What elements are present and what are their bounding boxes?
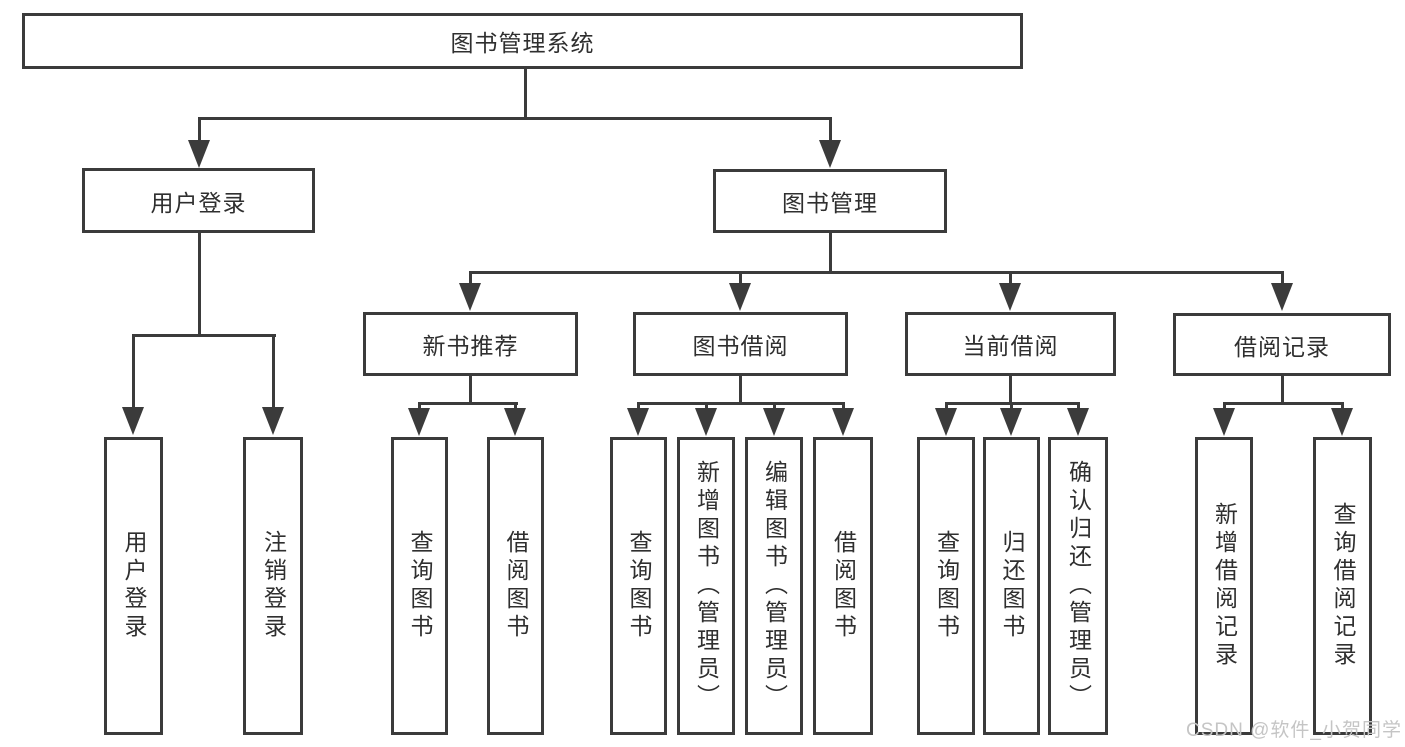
arrowhead-icon — [122, 407, 144, 435]
leaf-borrow-books-label: 借阅图书 — [830, 530, 857, 642]
arrowhead-icon — [695, 408, 717, 436]
arrowhead-icon — [408, 408, 430, 436]
leaf-borrow-query-books: 查询图书 — [610, 437, 667, 735]
edge-newrec-elbow — [418, 402, 518, 405]
leaf-add-borrow-record-label: 新增借阅记录 — [1211, 502, 1238, 670]
leaf-confirm-return-admin-label: 确认归还（管理员） — [1065, 460, 1092, 712]
leaf-user-login-label: 用户登录 — [121, 530, 147, 642]
leaf-newrec-query-books: 查询图书 — [391, 437, 448, 735]
edge-root-stem — [524, 69, 527, 119]
leaf-current-query-books: 查询图书 — [917, 437, 975, 735]
arrowhead-icon — [729, 283, 751, 311]
edge-mgmt-drop-1 — [469, 271, 472, 285]
edge-current-stem — [1009, 376, 1012, 405]
edge-current-drop-1 — [945, 402, 948, 409]
node-book-management-label: 图书管理 — [782, 190, 878, 216]
csdn-watermark: CSDN @软件_小贺同学 — [1186, 720, 1402, 741]
arrowhead-icon — [832, 408, 854, 436]
node-user-login: 用户登录 — [82, 168, 315, 233]
node-book-borrowing-label: 图书借阅 — [692, 333, 789, 359]
leaf-logout-label: 注销登录 — [260, 530, 287, 642]
leaf-edit-books-admin-label: 编辑图书（管理员） — [761, 460, 788, 712]
edge-login-stem — [198, 233, 201, 337]
arrowhead-icon — [999, 283, 1021, 311]
edge-mgmt-drop-3 — [1009, 271, 1012, 285]
edge-current-drop-3 — [1077, 402, 1080, 409]
arrowhead-icon — [459, 283, 481, 311]
leaf-add-books-admin-label: 新增图书（管理员） — [693, 460, 720, 712]
arrowhead-icon — [1067, 408, 1089, 436]
leaf-user-login: 用户登录 — [104, 437, 163, 735]
arrowhead-icon — [1271, 283, 1293, 311]
arrowhead-icon — [627, 408, 649, 436]
leaf-add-borrow-record: 新增借阅记录 — [1195, 437, 1253, 735]
edge-records-elbow — [1223, 402, 1344, 405]
node-book-borrowing: 图书借阅 — [633, 312, 848, 376]
leaf-return-books: 归还图书 — [983, 437, 1040, 735]
edge-borrow-drop-3 — [773, 402, 776, 409]
edge-records-stem — [1281, 376, 1284, 405]
edge-login-elbow — [132, 334, 276, 337]
edge-current-drop-2 — [1010, 402, 1013, 409]
node-root-label: 图书管理系统 — [450, 30, 595, 56]
edge-mgmt-drop-2 — [739, 271, 742, 285]
edge-root-drop-right — [829, 117, 832, 142]
leaf-query-borrow-record-label: 查询借阅记录 — [1330, 502, 1356, 670]
arrowhead-icon — [1331, 408, 1353, 436]
edge-newrec-drop-2 — [514, 402, 517, 409]
leaf-newrec-borrow-books-label: 借阅图书 — [503, 530, 529, 642]
node-new-book-recommend-label: 新书推荐 — [422, 333, 519, 359]
node-root: 图书管理系统 — [22, 13, 1023, 69]
edge-root-drop-left — [198, 117, 201, 142]
edge-login-drop-right — [272, 334, 275, 408]
arrowhead-icon — [504, 408, 526, 436]
edge-mgmt-drop-4 — [1281, 271, 1284, 285]
node-book-management: 图书管理 — [713, 169, 947, 233]
edge-borrow-drop-4 — [842, 402, 845, 409]
leaf-add-books-admin: 新增图书（管理员） — [677, 437, 735, 735]
leaf-query-borrow-record: 查询借阅记录 — [1313, 437, 1372, 735]
leaf-edit-books-admin: 编辑图书（管理员） — [745, 437, 803, 735]
edge-borrow-drop-2 — [705, 402, 708, 409]
leaf-current-query-books-label: 查询图书 — [933, 530, 960, 642]
leaf-newrec-borrow-books: 借阅图书 — [487, 437, 544, 735]
leaf-borrow-query-books-label: 查询图书 — [626, 530, 652, 642]
edge-mgmt-stem — [829, 233, 832, 274]
edge-borrow-elbow — [637, 402, 845, 405]
edge-newrec-drop-1 — [418, 402, 421, 409]
edge-root-elbow — [198, 117, 832, 120]
edge-records-drop-1 — [1223, 402, 1226, 409]
arrowhead-icon — [763, 408, 785, 436]
edge-records-drop-2 — [1341, 402, 1344, 409]
leaf-borrow-books: 借阅图书 — [813, 437, 873, 735]
edge-borrow-stem — [739, 376, 742, 405]
node-borrow-records: 借阅记录 — [1173, 313, 1391, 376]
arrowhead-icon — [1213, 408, 1235, 436]
node-borrow-records-label: 借阅记录 — [1234, 333, 1330, 360]
arrowhead-icon — [188, 140, 210, 168]
node-new-book-recommend: 新书推荐 — [363, 312, 578, 376]
edge-login-drop-left — [132, 334, 135, 408]
edge-newrec-stem — [469, 376, 472, 405]
arrowhead-icon — [1000, 408, 1022, 436]
edge-mgmt-elbow — [469, 271, 1284, 274]
leaf-logout: 注销登录 — [243, 437, 303, 735]
leaf-confirm-return-admin: 确认归还（管理员） — [1048, 437, 1108, 735]
leaf-return-books-label: 归还图书 — [999, 530, 1025, 642]
node-current-borrowing: 当前借阅 — [905, 312, 1116, 376]
node-current-borrowing-label: 当前借阅 — [962, 333, 1059, 359]
arrowhead-icon — [819, 140, 841, 168]
leaf-newrec-query-books-label: 查询图书 — [407, 530, 433, 642]
arrowhead-icon — [262, 407, 284, 435]
node-user-login-label: 用户登录 — [150, 189, 247, 216]
edge-borrow-drop-1 — [637, 402, 640, 409]
arrowhead-icon — [935, 408, 957, 436]
